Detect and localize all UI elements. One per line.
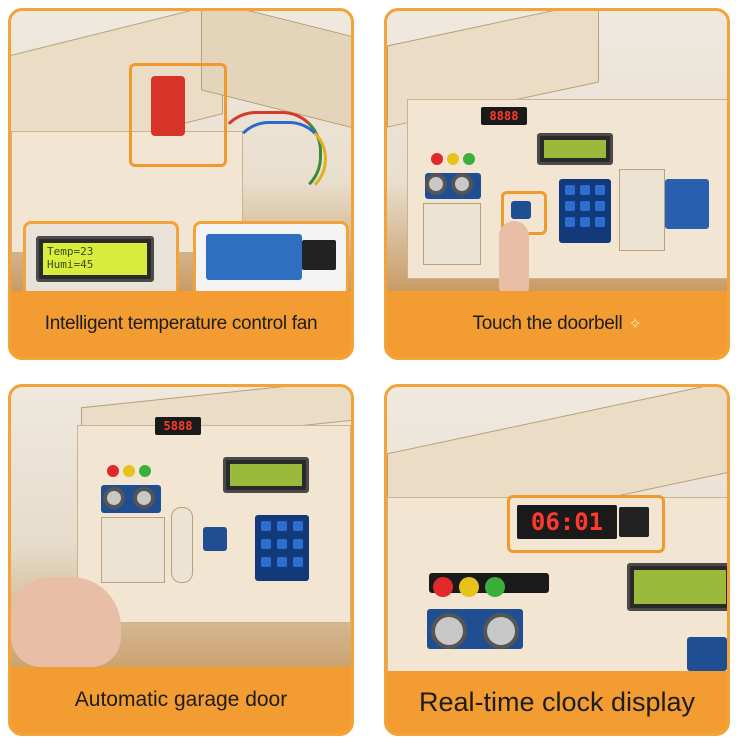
clock-highlight xyxy=(507,495,665,553)
window-opening xyxy=(619,169,665,251)
green-led xyxy=(485,577,505,597)
garage-opening xyxy=(101,517,165,583)
touch-sensor xyxy=(511,201,531,219)
rfid-reader xyxy=(665,179,709,229)
feature-card-temperature-fan: Temp=23 Humi=45 Intelligent temperature … xyxy=(8,8,354,360)
caption: Automatic garage door xyxy=(11,667,351,733)
red-led xyxy=(431,153,443,165)
ultrasonic-eye xyxy=(431,613,467,649)
ultrasonic-eye xyxy=(451,173,473,195)
bell-sparkle-icon: ✧ xyxy=(628,316,642,333)
door-opening xyxy=(423,203,481,265)
lcd-display xyxy=(627,563,727,611)
lcd-line-2: Humi=45 xyxy=(47,258,94,271)
finger xyxy=(499,221,529,293)
caption-text: Touch the doorbell xyxy=(472,313,623,334)
lcd-inset: Temp=23 Humi=45 xyxy=(23,221,179,293)
ultrasonic-eye xyxy=(425,173,447,195)
yellow-led xyxy=(447,153,459,165)
sensor-inset xyxy=(193,221,349,293)
fan-highlight xyxy=(129,63,227,167)
caption: Intelligent temperature control fan xyxy=(11,291,351,357)
red-led xyxy=(433,577,453,597)
green-led xyxy=(139,465,151,477)
feature-card-garage: 5888 Automatic garage door xyxy=(8,384,354,736)
photo-temperature-fan: Temp=23 Humi=45 xyxy=(11,11,351,293)
digit-display: 5888 xyxy=(155,417,201,435)
digit-display: 8888 xyxy=(481,107,527,125)
caption: Real-time clock display xyxy=(387,671,727,733)
photo-doorbell: 8888 xyxy=(387,11,727,293)
red-led xyxy=(107,465,119,477)
yellow-led xyxy=(459,577,479,597)
keypad xyxy=(255,515,309,581)
slider-slot xyxy=(171,507,193,583)
sensor-header xyxy=(302,240,336,270)
ultrasonic-eye xyxy=(103,487,125,509)
keypad xyxy=(559,179,611,243)
ultrasonic-eye xyxy=(483,613,519,649)
photo-clock: 06:01 xyxy=(387,387,727,673)
clock-display: 06:01 xyxy=(517,505,617,539)
lcd-display xyxy=(223,457,309,493)
wire xyxy=(231,121,327,197)
photo-garage: 5888 xyxy=(11,387,351,673)
fan-module xyxy=(151,76,185,136)
green-led xyxy=(463,153,475,165)
yellow-led xyxy=(123,465,135,477)
ultrasonic-eye xyxy=(133,487,155,509)
caption: Touch the doorbell ✧ xyxy=(387,291,727,357)
feature-card-doorbell: 8888 Touch the doorbell ✧ xyxy=(384,8,730,360)
feature-card-clock: 06:01 Real-time clock display xyxy=(384,384,730,736)
keypad-corner xyxy=(687,637,727,671)
lcd-display xyxy=(537,133,613,165)
display-header xyxy=(619,507,649,537)
touch-sensor xyxy=(203,527,227,551)
hand xyxy=(11,577,121,667)
lcd-line-1: Temp=23 xyxy=(47,245,94,258)
lcd-display: Temp=23 Humi=45 xyxy=(36,236,154,282)
humidity-sensor-board xyxy=(206,234,302,280)
